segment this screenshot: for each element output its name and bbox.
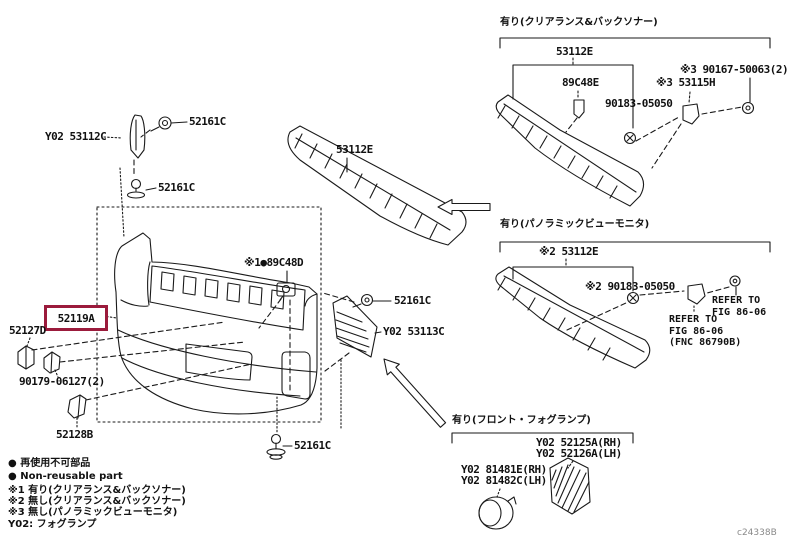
clip-53112c-drawing [129, 114, 146, 159]
figure-code: c24338B [737, 528, 777, 538]
foglamp-section-header: 有り(フロント・フォグランプ) [452, 415, 591, 426]
part-label-81482c[interactable]: Y02 81482C(LH) [461, 474, 547, 487]
part-label-y02-53112c[interactable]: Y02 53112C [45, 130, 107, 143]
clip-52127d-drawing [17, 345, 35, 370]
up-left-arrow [383, 358, 447, 428]
part-label-y02-53113c[interactable]: Y02 53113C [383, 325, 445, 338]
part-label-52125a[interactable]: Y02 52125A(RH) [536, 436, 622, 449]
sonar-section-header: 有り(クリアランス&バックソナー) [500, 17, 658, 28]
panoramic-clip-drawing [706, 275, 741, 296]
legend-note-y02: Y02: フォグランプ [8, 519, 97, 530]
sonar-section-bracket [499, 37, 771, 129]
clip-90179-drawing [43, 351, 61, 374]
part-label-90183-panoramic[interactable]: ※2 90183-05050 [585, 280, 675, 293]
panoramic-section-header: 有り(パノラミックビューモニタ) [500, 219, 650, 230]
fog-cover-drawing [332, 295, 378, 358]
part-label-52128b[interactable]: 52128B [56, 428, 93, 441]
part-label-52161c-mid[interactable]: 52161C [158, 181, 195, 194]
panoramic-grommet-drawing [566, 290, 685, 331]
sonar-grommet-90183-drawing [623, 116, 680, 145]
part-label-53112e-sonar[interactable]: 53112E [556, 45, 593, 58]
bumper-drawing [114, 232, 318, 415]
part-label-52126a[interactable]: Y02 52126A(LH) [536, 447, 622, 460]
part-label-89c48d[interactable]: ※1●89C48D [244, 256, 304, 269]
panoramic-grille-drawing [495, 266, 651, 369]
screw-right-drawing [352, 293, 374, 308]
main-assembly-box [96, 206, 322, 423]
screw-top-drawing [150, 116, 172, 132]
part-label-53112e-panoramic[interactable]: ※2 53112E [539, 245, 599, 258]
foglamp-section-bracket [451, 432, 634, 498]
legend-note-3: ※3 無し(パノラミックビューモニタ) [8, 507, 178, 518]
screw-bottom-drawing [266, 433, 286, 460]
part-label-52161c-top[interactable]: 52161C [189, 115, 226, 128]
part-label-90183-sonar[interactable]: 90183-05050 [605, 97, 673, 110]
screw-mid-drawing [126, 178, 146, 199]
part-label-90179-06127[interactable]: 90179-06127(2) [19, 375, 105, 388]
part-label-52161c-right[interactable]: 52161C [394, 294, 431, 307]
legend-non-reusable-jp: ● 再使用不可部品 [8, 458, 91, 469]
legend-note-1: ※1 有り(クリアランス&バックソナー) [8, 485, 186, 496]
panoramic-section-bracket [499, 241, 771, 292]
panoramic-sensor-drawing [687, 283, 706, 314]
part-label-90167-50063[interactable]: ※3 90167-50063(2) [680, 63, 789, 76]
part-label-52127d[interactable]: 52127D [9, 324, 46, 337]
center-grille-drawing [287, 125, 467, 246]
fog-lamp-drawing [478, 496, 517, 530]
leader-lines-main [26, 121, 392, 447]
clip-52128b-drawing [67, 394, 87, 419]
part-label-53112e-center[interactable]: 53112E [336, 143, 373, 156]
highlighted-part-label: 52119A [57, 311, 95, 325]
part-label-52161c-bottom[interactable]: 52161C [294, 439, 331, 452]
sonar-grommet-90167-drawing [741, 77, 755, 115]
legend-note-2: ※2 無し(クリアランス&バックソナー) [8, 496, 186, 507]
sonar-bracket-53115h-drawing [651, 91, 743, 169]
sonar-clip-89c48e-drawing [565, 90, 585, 133]
foglamp-bracket-drawing [549, 457, 591, 515]
highlighted-part-52119a[interactable]: 52119A [44, 305, 108, 331]
part-label-89c48e[interactable]: 89C48E [562, 76, 599, 89]
part-label-81481e[interactable]: Y02 81481E(RH) [461, 463, 547, 476]
left-direction-arrow [437, 198, 491, 216]
part-label-53115h[interactable]: ※3 53115H [656, 76, 716, 89]
legend-non-reusable-en: ● Non-reusable part [8, 471, 123, 482]
refer-note-right: REFER TO FIG 86-06 [712, 295, 767, 318]
refer-note-left: REFER TO FIG 86-06 (FNC 86790B) [669, 314, 742, 348]
sonar-grille-drawing [495, 94, 645, 207]
